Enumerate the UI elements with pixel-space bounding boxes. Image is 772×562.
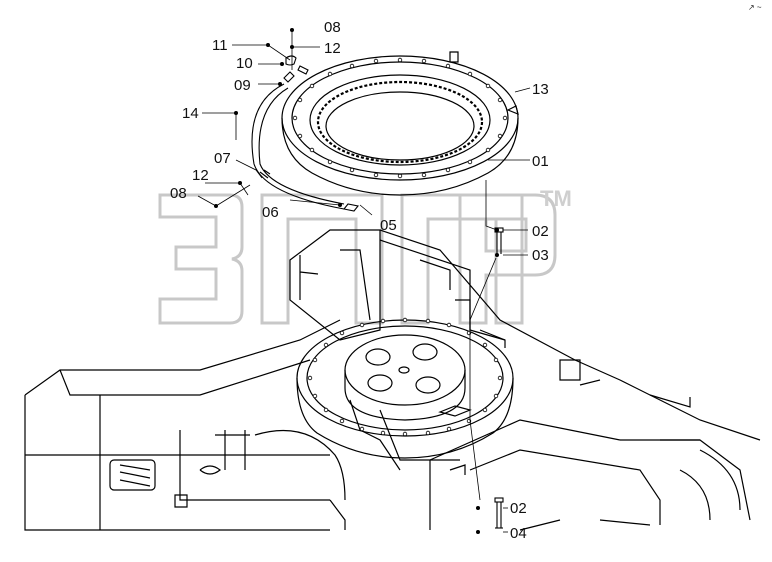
label-03: 03 xyxy=(532,247,549,264)
grease-line xyxy=(251,55,359,212)
leader-dots xyxy=(214,28,499,534)
part-labels: 08 11 12 10 09 13 14 07 12 08 06 05 01 0… xyxy=(170,19,549,542)
label-05: 05 xyxy=(380,217,397,234)
label-12-left: 12 xyxy=(192,167,209,184)
watermark-logo xyxy=(158,193,557,325)
bolts xyxy=(494,227,504,529)
slewing-ring xyxy=(281,51,519,196)
corner-mark: ↗ ~ xyxy=(748,3,762,12)
label-02-lower: 02 xyxy=(510,500,527,517)
label-13: 13 xyxy=(532,81,549,98)
label-14: 14 xyxy=(182,105,199,122)
turntable-base xyxy=(296,319,514,459)
label-08-top: 08 xyxy=(324,19,341,36)
slewing-ring-bolt-holes xyxy=(292,57,508,179)
label-10: 10 xyxy=(236,55,253,72)
trademark-text: TM xyxy=(540,186,572,211)
label-09: 09 xyxy=(234,77,251,94)
label-11: 11 xyxy=(212,37,228,54)
label-01: 01 xyxy=(532,153,549,170)
lower-frame xyxy=(24,229,761,531)
label-07: 07 xyxy=(214,150,231,167)
label-12-top: 12 xyxy=(324,40,341,57)
label-04: 04 xyxy=(510,525,527,542)
label-08-left: 08 xyxy=(170,185,187,202)
label-06: 06 xyxy=(262,204,279,221)
turntable-bolt-holes xyxy=(307,317,503,437)
label-02-upper: 02 xyxy=(532,223,549,240)
